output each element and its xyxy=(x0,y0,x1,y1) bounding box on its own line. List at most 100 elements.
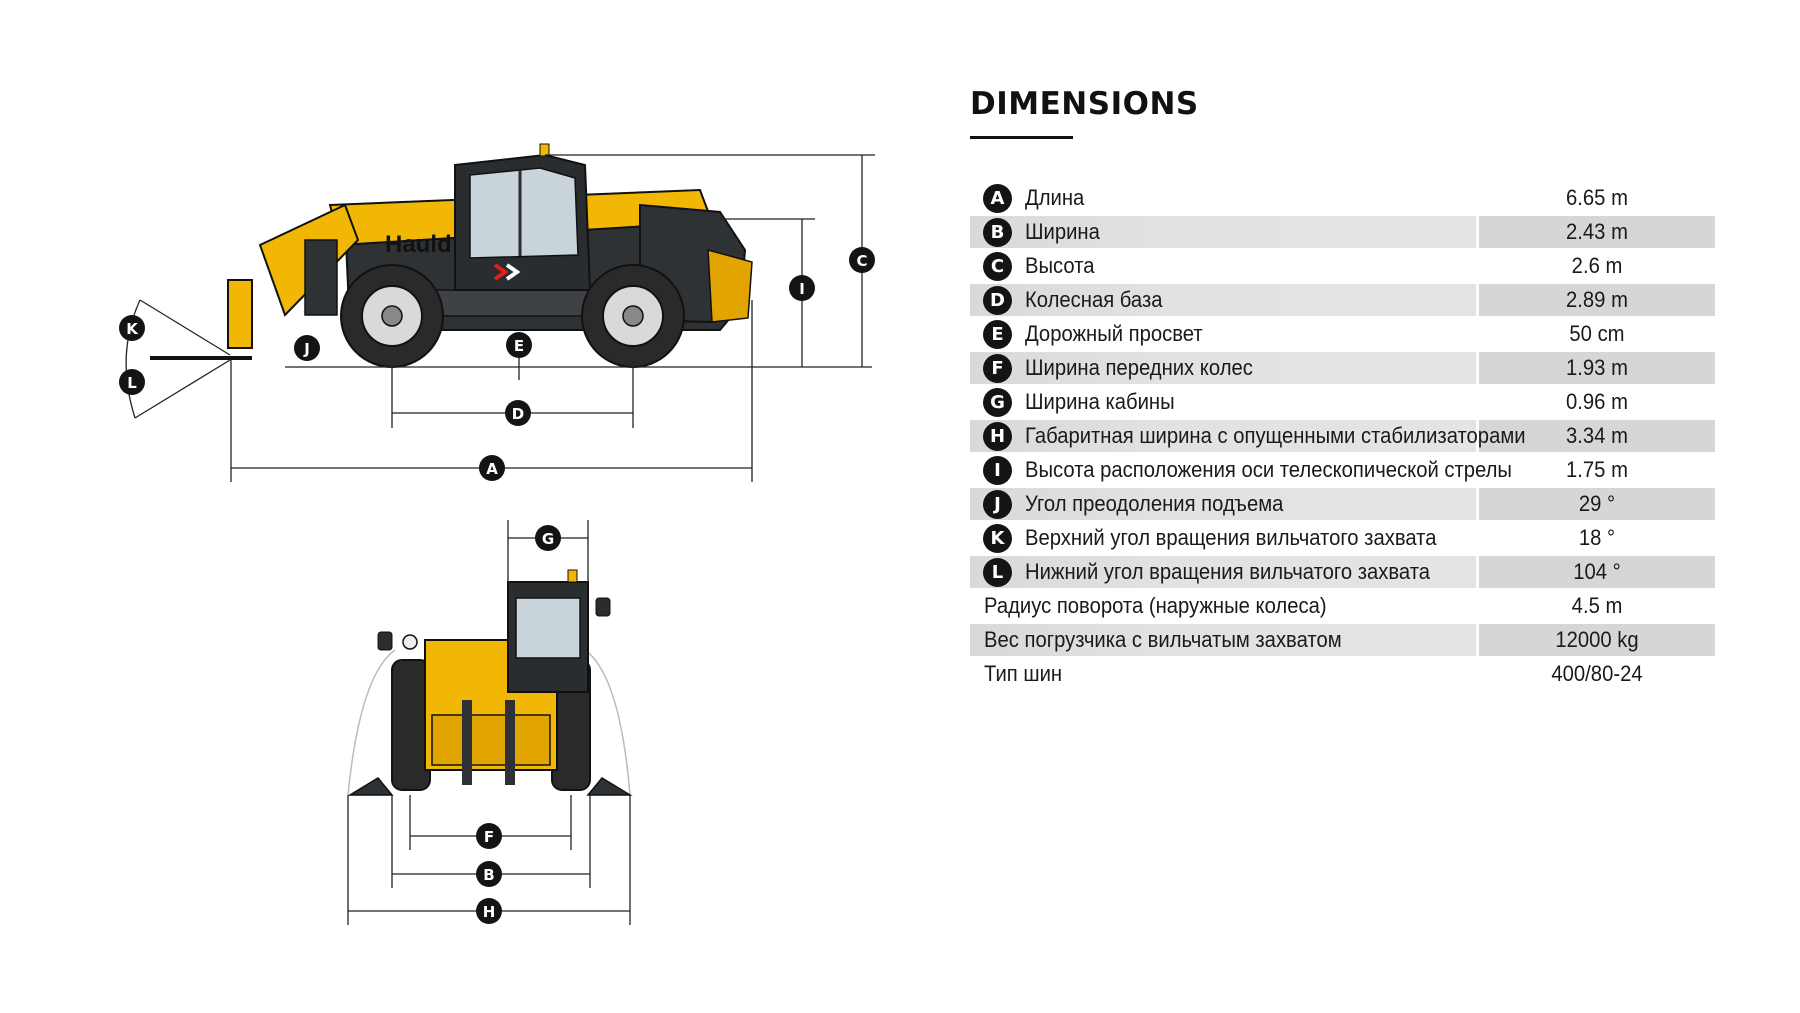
spec-value: 2.43 m xyxy=(1566,219,1628,244)
row-shade-right xyxy=(1479,556,1715,588)
spec-label: Нижний угол вращения вильчатого захвата xyxy=(1025,559,1431,584)
row-shade-right xyxy=(1479,624,1715,656)
spec-letter-badge: E xyxy=(983,319,1012,349)
row-shade-left xyxy=(970,488,1476,520)
spec-value: 2.6 m xyxy=(1571,253,1623,278)
spec-row: Тип шин 400/80-24 xyxy=(970,657,1715,691)
callout-j-text: J xyxy=(303,340,310,358)
spec-row: Радиус поворота (наружные колеса) 4.5 m xyxy=(970,589,1715,623)
spec-letter-badge: F xyxy=(983,353,1012,383)
spec-value: 18 ° xyxy=(1578,525,1616,550)
spec-label: Верхний угол вращения вильчатого захвата xyxy=(1025,525,1437,550)
spec-letter-badge: J xyxy=(983,489,1012,519)
spec-value: 1.75 m xyxy=(1566,457,1628,482)
spec-letter-badge: B xyxy=(983,217,1012,247)
callout-b: B xyxy=(476,861,502,887)
row-shade-right xyxy=(1479,488,1715,520)
spec-row: K Верхний угол вращения вильчатого захват… xyxy=(970,521,1715,555)
spec-row: B Ширина 2.43 m xyxy=(970,215,1715,249)
spec-row: D Колесная база 2.89 m xyxy=(970,283,1715,317)
spec-label: Дорожный просвет xyxy=(1025,321,1203,346)
callout-c-text: C xyxy=(856,252,867,270)
row-shade-right xyxy=(1479,284,1715,316)
callout-c: C xyxy=(849,247,875,273)
spec-row: H Габаритная ширина с опущенными стабилиз… xyxy=(970,419,1715,453)
spec-letter-badge: K xyxy=(983,523,1012,553)
spec-letter-badge: D xyxy=(983,285,1012,315)
row-shade-left xyxy=(970,284,1476,316)
spec-letter-badge: C xyxy=(983,251,1012,281)
row-shade-left xyxy=(970,216,1476,248)
spec-row: Вес погрузчика с вильчатым захватом 12000… xyxy=(970,623,1715,657)
callout-l-text: L xyxy=(127,374,137,392)
callout-h: H xyxy=(476,898,502,924)
callout-b-text: B xyxy=(483,866,494,884)
callout-a: A xyxy=(479,455,505,481)
spec-row: E Дорожный просвет 50 cm xyxy=(970,317,1715,351)
callout-g-text: G xyxy=(542,530,554,548)
spec-value: 2.89 m xyxy=(1566,287,1628,312)
row-shade-left xyxy=(970,624,1476,656)
spec-value: 3.34 m xyxy=(1566,423,1628,448)
spec-label: Тип шин xyxy=(984,661,1063,686)
callout-e-text: E xyxy=(514,337,524,355)
spec-value: 6.65 m xyxy=(1566,185,1628,210)
spec-value: 104 ° xyxy=(1573,559,1621,584)
callout-k: K xyxy=(119,315,145,341)
spec-label: Радиус поворота (наружные колеса) xyxy=(984,593,1327,618)
spec-value: 4.5 m xyxy=(1571,593,1623,618)
spec-label: Высота расположения оси телескопической … xyxy=(1025,457,1512,482)
page-title: DIMENSIONS xyxy=(970,86,1199,122)
specs-panel: DIMENSIONS A Длина 6.65 m B Ширина 2.43 m C Выс… xyxy=(970,80,1715,691)
row-shade-left xyxy=(970,556,1476,588)
spec-value: 1.93 m xyxy=(1566,355,1628,380)
callout-i: I xyxy=(789,275,815,301)
spec-letter-badge: H xyxy=(983,421,1012,451)
spec-table: A Длина 6.65 m B Ширина 2.43 m C Высота 2.6 m D Ко… xyxy=(970,181,1715,691)
title-underline xyxy=(970,136,1073,139)
spec-row: C Высота 2.6 m xyxy=(970,249,1715,283)
callout-k-text: K xyxy=(126,320,139,338)
side-view-machine: Hauld xyxy=(150,143,753,368)
spec-letter-badge: A xyxy=(983,183,1012,213)
spec-label: Длина xyxy=(1025,185,1085,210)
spec-value: 12000 kg xyxy=(1555,627,1639,652)
spec-row: G Ширина кабины 0.96 m xyxy=(970,385,1715,419)
spec-label: Угол преодоления подъема xyxy=(1025,491,1284,516)
row-shade-left xyxy=(970,420,1476,452)
spec-letter-badge: I xyxy=(983,455,1012,485)
callout-l: L xyxy=(119,369,145,395)
spec-value: 29 ° xyxy=(1578,491,1616,516)
front-view-machine xyxy=(347,569,633,796)
callout-a-text: A xyxy=(486,460,498,478)
callout-f-text: F xyxy=(484,828,494,846)
callout-d: D xyxy=(505,400,531,426)
spec-letter-badge: G xyxy=(983,387,1012,417)
row-shade-right xyxy=(1479,216,1715,248)
row-shade-left xyxy=(970,352,1476,384)
spec-row: J Угол преодоления подъема 29 ° xyxy=(970,487,1715,521)
spec-label: Ширина передних колес xyxy=(1025,355,1253,380)
callout-e: E xyxy=(506,332,532,358)
spec-label: Высота xyxy=(1025,253,1095,278)
callout-i-text: I xyxy=(799,280,805,298)
row-shade-right xyxy=(1479,352,1715,384)
callout-d-text: D xyxy=(512,405,524,423)
dimensions-diagram: Hauld xyxy=(119,143,875,925)
machine-brand-text: Hauld xyxy=(385,231,452,258)
row-shade-right xyxy=(1479,420,1715,452)
spec-row: I Высота расположения оси телескопической… xyxy=(970,453,1715,487)
spec-label: Вес погрузчика с вильчатым захватом xyxy=(984,627,1342,652)
spec-value: 400/80-24 xyxy=(1551,661,1643,686)
callout-g: G xyxy=(535,525,561,551)
spec-value: 50 cm xyxy=(1569,321,1625,346)
spec-letter-badge: L xyxy=(983,557,1012,587)
spec-label: Ширина xyxy=(1025,219,1100,244)
spec-row: A Длина 6.65 m xyxy=(970,181,1715,215)
spec-value: 0.96 m xyxy=(1566,389,1628,414)
spec-label: Колесная база xyxy=(1025,287,1163,312)
spec-label: Ширина кабины xyxy=(1025,389,1175,414)
spec-label: Габаритная ширина с опущенными стабилиза… xyxy=(1025,423,1526,448)
callout-h-text: H xyxy=(483,903,496,921)
callout-j: J xyxy=(294,335,320,361)
